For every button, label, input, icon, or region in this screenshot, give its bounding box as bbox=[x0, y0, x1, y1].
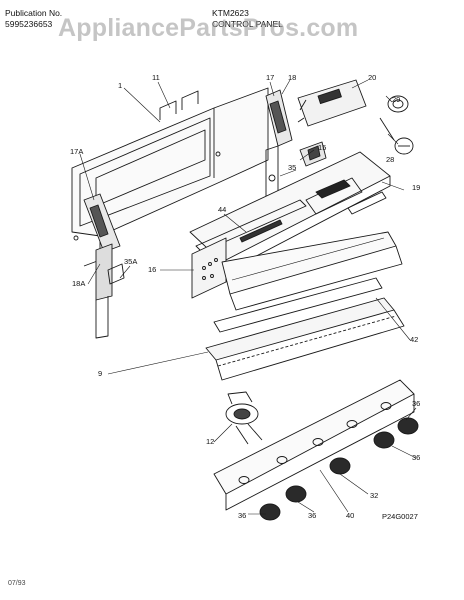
callout-36-left: 36 bbox=[238, 511, 247, 520]
callout-18a: 18A bbox=[72, 279, 86, 288]
callout-15: 15 bbox=[318, 143, 327, 152]
callout-42: 42 bbox=[410, 335, 419, 344]
publication-number: 5995236653 bbox=[5, 19, 53, 29]
callout-17a: 17A bbox=[70, 147, 84, 156]
clock-timer-module bbox=[297, 79, 367, 127]
section-title: CONTROL PANEL bbox=[212, 19, 283, 29]
callout-36-center: 36 bbox=[308, 511, 317, 520]
callout-35a: 35A bbox=[124, 257, 138, 266]
trim-panel bbox=[221, 231, 403, 311]
watermark: AppliancePartsPros.com bbox=[58, 14, 359, 42]
callout-12: 12 bbox=[206, 437, 215, 446]
end-bracket-left bbox=[83, 193, 121, 339]
model-number: KTM2623 bbox=[212, 8, 249, 18]
callout-40: 40 bbox=[346, 511, 355, 520]
lower-extrusion bbox=[205, 277, 405, 381]
tab-35a bbox=[107, 263, 125, 285]
callout-28: 28 bbox=[386, 155, 395, 164]
drawing-reference: P24G0027 bbox=[382, 512, 418, 521]
footer-date: 07/93 bbox=[8, 580, 26, 587]
timer-knobs bbox=[379, 95, 414, 155]
publication-label: Publication No. bbox=[5, 8, 63, 18]
callout-19: 19 bbox=[412, 183, 421, 192]
thermostat bbox=[225, 391, 263, 445]
callout-16: 16 bbox=[148, 265, 157, 274]
callout-29: 29 bbox=[392, 95, 401, 104]
callout-44: 44 bbox=[218, 205, 227, 214]
control-panel bbox=[189, 151, 391, 275]
callout-9: 9 bbox=[98, 369, 103, 378]
callout-11: 11 bbox=[152, 73, 160, 82]
callout-18: 18 bbox=[288, 73, 297, 82]
switch-clip bbox=[299, 141, 327, 167]
leader-lines bbox=[79, 79, 417, 515]
callout-20: 20 bbox=[368, 73, 377, 82]
end-panel-16 bbox=[191, 237, 227, 299]
burner-knobs bbox=[259, 417, 419, 521]
callout-17: 17 bbox=[266, 73, 275, 82]
manifold-panel bbox=[213, 379, 415, 511]
callout-32: 32 bbox=[370, 491, 379, 500]
callout-35: 35 bbox=[288, 163, 297, 172]
back-panel-frame bbox=[71, 87, 269, 267]
end-bracket-right bbox=[265, 89, 293, 201]
callout-36-top: 36 bbox=[412, 399, 421, 408]
callout-36-right: 36 bbox=[412, 453, 421, 462]
callout-1: 1 bbox=[118, 81, 123, 90]
